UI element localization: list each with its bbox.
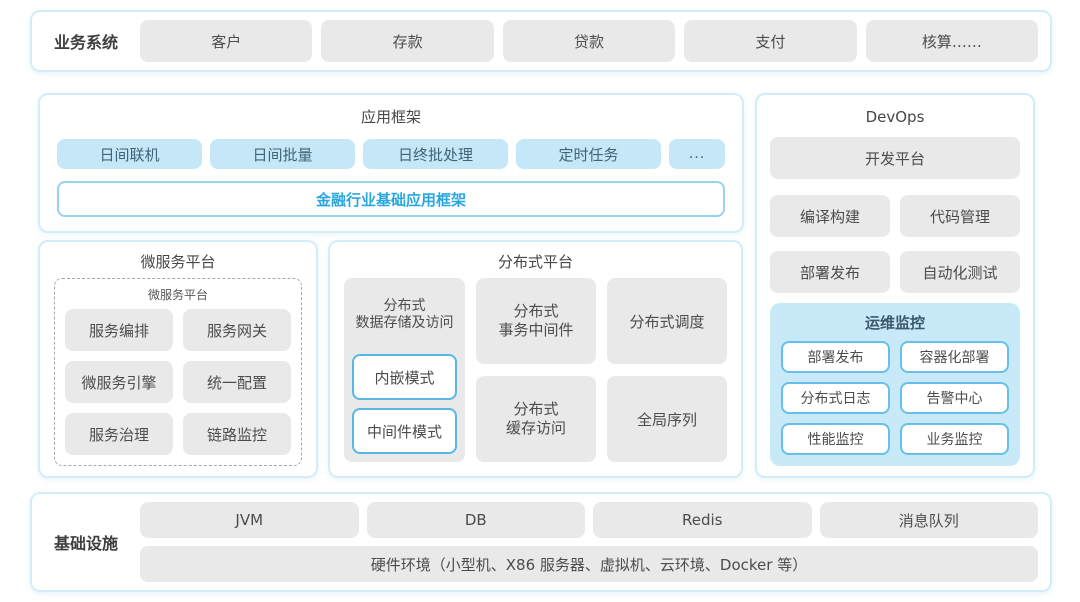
tool-code-mgmt: 代码管理 <box>900 195 1020 237</box>
module-scheduled-task: 定时任务 <box>516 139 661 169</box>
monitor-distributed-log: 分布式日志 <box>781 382 890 414</box>
ops-monitoring-items: 部署发布 容器化部署 分布式日志 告警中心 性能监控 业务监控 <box>781 341 1009 455</box>
distributed-title: 分布式平台 <box>497 253 573 271</box>
business-systems-label: 业务系统 <box>53 33 118 52</box>
distributed-storage-box: 分布式 数据存储及访问 内嵌模式 中间件模式 <box>344 278 465 462</box>
microservice-panel: 微服务平台 微服务平台 服务编排 服务网关 微服务引擎 统一配置 服务治理 链路… <box>38 240 318 478</box>
monitor-performance: 性能监控 <box>781 423 890 455</box>
distributed-col-2: 分布式 事务中间件 分布式 缓存访问 <box>476 278 596 462</box>
base-framework-box: 金融行业基础应用框架 <box>57 181 725 217</box>
hardware-environment-box: 硬件环境（小型机、X86 服务器、虚拟机、云环境、Docker 等） <box>140 546 1038 582</box>
module-daytime-batch: 日间批量 <box>210 139 355 169</box>
infrastructure-label: 基础设施 <box>53 534 118 553</box>
app-framework-title: 应用框架 <box>360 108 421 126</box>
business-item-customer: 客户 <box>140 20 313 62</box>
ms-trace-monitor: 链路监控 <box>183 413 291 455</box>
distributed-cache-access: 分布式 缓存访问 <box>476 376 596 462</box>
distributed-scheduling: 分布式调度 <box>607 278 727 364</box>
ms-service-orchestration: 服务编排 <box>65 309 173 351</box>
business-item-accounting: 核算…… <box>865 20 1039 62</box>
storage-middleware-mode: 中间件模式 <box>352 408 457 454</box>
ms-service-gateway: 服务网关 <box>183 309 291 351</box>
infrastructure-content: JVM DB Redis 消息队列 硬件环境（小型机、X86 服务器、虚拟机、云… <box>140 502 1038 582</box>
ms-service-governance: 服务治理 <box>65 413 173 455</box>
microservice-inner-box: 微服务平台 服务编排 服务网关 微服务引擎 统一配置 服务治理 链路监控 <box>54 278 302 466</box>
tool-deploy: 部署发布 <box>770 251 890 293</box>
distributed-transaction-mw: 分布式 事务中间件 <box>476 278 596 364</box>
devops-title: DevOps <box>865 108 925 126</box>
microservice-inner-title: 微服务平台 <box>147 288 208 302</box>
microservice-title: 微服务平台 <box>140 253 216 271</box>
app-framework-modules: 日间联机 日间批量 日终批处理 定时任务 ... <box>57 139 725 169</box>
monitor-container-deploy: 容器化部署 <box>900 341 1009 373</box>
distributed-body: 分布式 数据存储及访问 内嵌模式 中间件模式 分布式 事务中间件 分布式 缓存访… <box>344 278 727 462</box>
ops-monitoring-panel: 运维监控 部署发布 容器化部署 分布式日志 告警中心 性能监控 业务监控 <box>770 303 1020 466</box>
distributed-storage-label: 分布式 数据存储及访问 <box>355 297 454 332</box>
tool-build: 编译构建 <box>770 195 890 237</box>
business-item-deposit: 存款 <box>321 20 494 62</box>
distributed-col-3: 分布式调度 全局序列 <box>607 278 727 462</box>
infrastructure-items: JVM DB Redis 消息队列 <box>140 502 1038 538</box>
microservice-items: 服务编排 服务网关 微服务引擎 统一配置 服务治理 链路监控 <box>65 309 291 455</box>
business-item-loan: 贷款 <box>502 20 676 62</box>
monitor-deploy-release: 部署发布 <box>781 341 890 373</box>
app-framework-panel: 应用框架 日间联机 日间批量 日终批处理 定时任务 ... 金融行业基础应用框架 <box>38 93 744 233</box>
dev-platform-box: 开发平台 <box>770 137 1020 179</box>
tool-auto-test: 自动化测试 <box>900 251 1020 293</box>
monitor-alert-center: 告警中心 <box>900 382 1009 414</box>
infra-redis: Redis <box>593 502 812 538</box>
distributed-panel: 分布式平台 分布式 数据存储及访问 内嵌模式 中间件模式 分布式 事务中间件 分… <box>328 240 743 478</box>
module-more: ... <box>669 139 725 169</box>
infra-db: DB <box>366 502 585 538</box>
devops-panel: DevOps 开发平台 编译构建 代码管理 部署发布 自动化测试 运维监控 部署… <box>755 93 1035 478</box>
module-eod-batch: 日终批处理 <box>363 139 508 169</box>
ops-monitoring-title: 运维监控 <box>864 314 925 332</box>
ms-unified-config: 统一配置 <box>183 361 291 403</box>
business-item-payment: 支付 <box>684 20 857 62</box>
infra-mq: 消息队列 <box>819 502 1038 538</box>
module-daytime-online: 日间联机 <box>57 139 202 169</box>
infrastructure-panel: 基础设施 JVM DB Redis 消息队列 硬件环境（小型机、X86 服务器、… <box>30 492 1052 592</box>
ms-engine: 微服务引擎 <box>65 361 173 403</box>
storage-embedded-mode: 内嵌模式 <box>352 354 457 400</box>
business-systems-panel: 业务系统 客户 存款 贷款 支付 核算…… <box>30 10 1052 72</box>
devops-tools: 编译构建 代码管理 部署发布 自动化测试 <box>770 195 1020 293</box>
business-systems-items: 客户 存款 贷款 支付 核算…… <box>140 20 1039 62</box>
global-sequence: 全局序列 <box>607 376 727 462</box>
infra-jvm: JVM <box>140 502 359 538</box>
monitor-business: 业务监控 <box>900 423 1009 455</box>
